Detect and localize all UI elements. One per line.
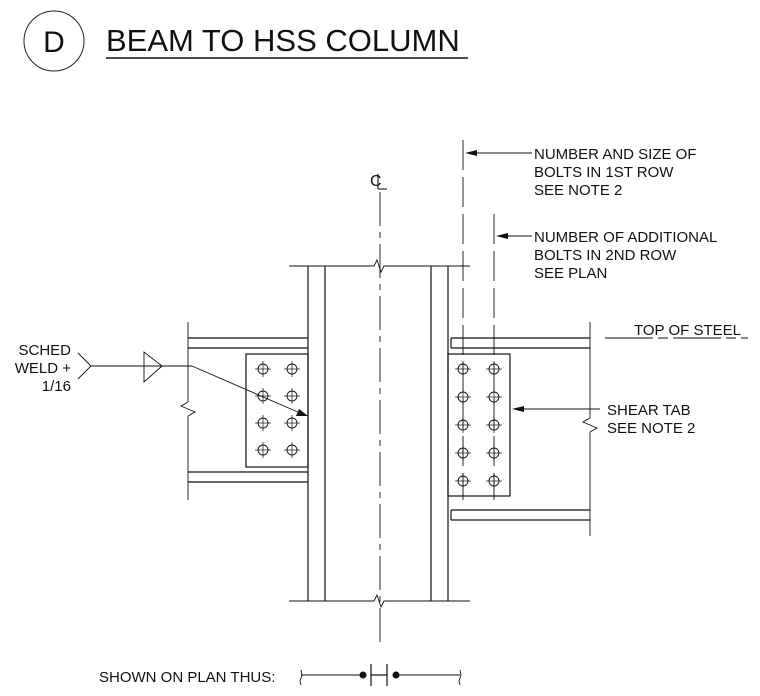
leader-shear-tab <box>512 406 600 412</box>
detail-title: BEAM TO HSS COLUMN <box>106 23 460 58</box>
detail-marker-circle <box>23 10 85 72</box>
weld-leader <box>191 365 301 414</box>
bolt-icon <box>284 388 300 404</box>
plan-symbol-label: SHOWN ON PLAN THUS: <box>99 669 275 686</box>
leader-second-row <box>496 233 532 239</box>
bolt-icon <box>255 415 271 431</box>
note-first-row: NUMBER AND SIZE OF BOLTS IN 1ST ROW SEE … <box>534 146 697 199</box>
bolt-icon <box>255 442 271 458</box>
shear-tab-note-line-2: SEE NOTE 2 <box>607 420 695 437</box>
plan-symbol-legend: SHOWN ON PLAN THUS: <box>99 664 462 686</box>
shear-tab-note-line-1: SHEAR TAB <box>607 402 691 419</box>
right-shear-tab <box>447 353 511 497</box>
detail-header: D BEAM TO HSS COLUMN <box>23 10 468 72</box>
plan-connection-symbol-icon <box>299 664 462 686</box>
top-of-steel-label: TOP OF STEEL <box>634 322 741 339</box>
column-bottom-break-line <box>289 593 470 609</box>
note-second-row-line-1: NUMBER OF ADDITIONAL <box>534 229 717 246</box>
left-shear-tab-plate <box>245 353 309 468</box>
note-second-row: NUMBER OF ADDITIONAL BOLTS IN 2ND ROW SE… <box>534 229 717 282</box>
note-first-row-line-2: BOLTS IN 1ST ROW <box>534 164 674 181</box>
column-top-break-line <box>289 258 470 274</box>
bolt-icon <box>284 415 300 431</box>
note-first-row-line-1: NUMBER AND SIZE OF <box>534 146 697 163</box>
weld-symbol <box>77 351 308 416</box>
centerline-symbol: C <box>370 173 387 190</box>
weld-callout-line-1: SCHED <box>18 342 71 359</box>
weld-callout-line-3: 1/16 <box>42 378 71 395</box>
leader-first-row <box>465 150 532 156</box>
left-bolt-group <box>255 361 300 458</box>
bolt-icon <box>255 388 271 404</box>
fillet-weld-icon <box>143 351 163 384</box>
note-second-row-line-3: SEE PLAN <box>534 265 607 282</box>
right-shear-tab-plate <box>447 353 511 497</box>
hss-column <box>289 258 470 609</box>
left-shear-tab <box>245 353 309 468</box>
bolt-icon <box>284 442 300 458</box>
left-beam <box>179 322 308 500</box>
detail-marker-letter: D <box>43 26 65 59</box>
right-bolt-group <box>455 361 502 489</box>
weld-callout-text: SCHED WELD + 1/16 <box>15 342 72 395</box>
shear-tab-note: SHEAR TAB SEE NOTE 2 <box>607 402 695 437</box>
bolt-row-reference-lines <box>462 140 495 500</box>
weld-tail <box>77 352 92 380</box>
note-first-row-line-3: SEE NOTE 2 <box>534 182 622 199</box>
bolt-icon <box>284 361 300 377</box>
svg-text:C: C <box>370 173 382 190</box>
weld-callout-line-2: WELD + <box>15 360 72 377</box>
column-centerline: C <box>370 173 387 645</box>
note-second-row-line-2: BOLTS IN 2ND ROW <box>534 247 677 264</box>
right-beam <box>450 322 599 536</box>
bolt-icon <box>255 361 271 377</box>
